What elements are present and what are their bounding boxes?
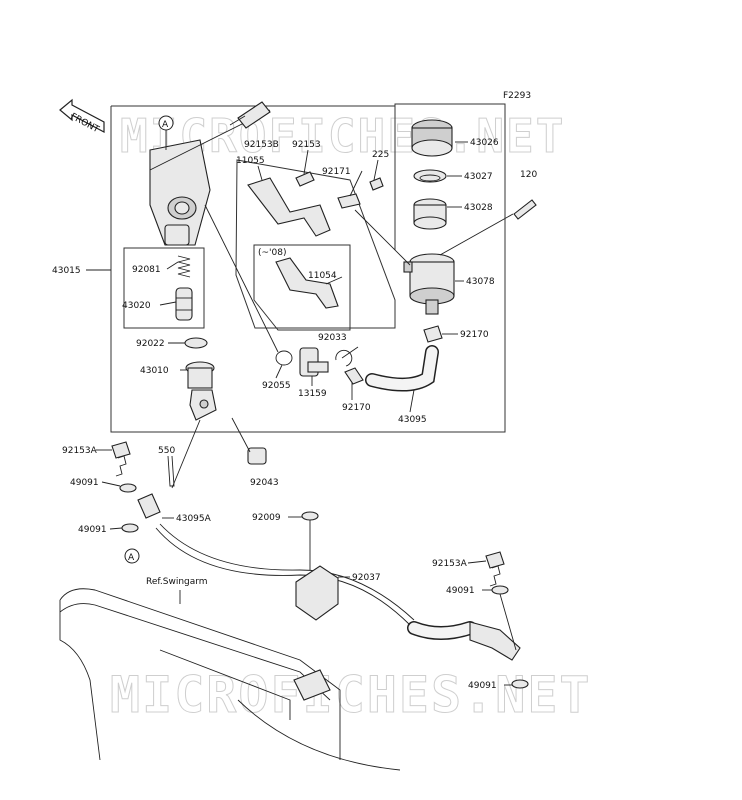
label-43095a: 43095A: [176, 514, 212, 524]
bolt-92009-icon: [301, 511, 319, 570]
label-92170-b: 92170: [460, 330, 489, 340]
label-13159: 13159: [298, 389, 327, 399]
bracket-11054-icon: [275, 257, 339, 309]
label-92081: 92081: [132, 265, 161, 275]
label-92055: 92055: [262, 381, 291, 391]
brake-hose-icon: [137, 493, 415, 626]
bolt-92153b-icon: [229, 101, 271, 129]
label-92171: 92171: [322, 167, 351, 177]
reservoir-icon: [403, 253, 455, 315]
ref-swingarm-label: Ref.Swingarm: [146, 577, 208, 587]
label-92153b: 92153B: [244, 140, 279, 150]
label-49091-b: 49091: [78, 525, 107, 535]
variant-label: (~'08): [258, 248, 287, 258]
hose-guide-icon: [295, 565, 339, 621]
label-43020: 43020: [122, 301, 151, 311]
svg-text:A: A: [162, 120, 169, 130]
label-92170-a: 92170: [342, 403, 371, 413]
svg-text:A: A: [128, 553, 135, 563]
label-92153: 92153: [292, 140, 321, 150]
label-92153a-right: 92153A: [432, 559, 468, 569]
bracket-11055-icon: [247, 177, 331, 237]
master-cylinder-icon: [149, 109, 271, 246]
banjo-fitting-icon: [469, 621, 521, 661]
label-43010: 43010: [140, 366, 169, 376]
circlip-icon: [335, 349, 353, 367]
nut-92171-icon: [337, 193, 361, 209]
washer-92022-icon: [184, 337, 208, 349]
clamp-reservoir-icon: [423, 325, 443, 343]
screw-225-icon: [369, 177, 384, 191]
swingarm-icon: [59, 588, 401, 771]
label-120: 120: [520, 170, 537, 180]
clamp-icon: [344, 367, 364, 385]
label-11054: 11054: [308, 271, 337, 281]
label-49091-a: 49091: [70, 478, 99, 488]
piston-kit-outline: [123, 247, 205, 329]
piston-icon: [175, 287, 193, 321]
label-225: 225: [372, 150, 389, 160]
label-49091-d: 49091: [468, 681, 497, 691]
callout-a-bottom: [124, 548, 140, 564]
label-92037: 92037: [352, 573, 381, 583]
diaphragm-icon: [413, 198, 447, 230]
label-43027: 43027: [464, 172, 493, 182]
fitting-icon: [299, 347, 329, 377]
spring-icon: [177, 255, 191, 278]
washer-49091d-icon: [511, 679, 529, 689]
label-92153a-left: 92153A: [62, 446, 98, 456]
screw-120-icon: [513, 199, 537, 220]
label-43026: 43026: [470, 138, 499, 148]
bolt-92153-icon: [295, 171, 315, 187]
label-43095: 43095: [398, 415, 427, 425]
front-arrow-icon: FRONT: [59, 98, 105, 135]
watermark-bottom: MICROFICHES.NET: [110, 666, 592, 724]
reservoir-cap-icon: [411, 119, 453, 157]
cotter-pin-icon: [167, 455, 175, 487]
label-43015: 43015: [52, 266, 81, 276]
plate-icon: [413, 169, 447, 183]
banjo-bolt-left-icon: [111, 441, 131, 477]
label-92043: 92043: [250, 478, 279, 488]
label-49091-c: 49091: [446, 586, 475, 596]
label-92033: 92033: [318, 333, 347, 343]
label-43078: 43078: [466, 277, 495, 287]
label-550: 550: [158, 446, 175, 456]
joint-92043-icon: [231, 417, 267, 465]
washer-49091c-icon: [491, 585, 509, 595]
oring-icon: [275, 350, 293, 366]
figure-code: F2293: [503, 91, 531, 101]
variant-outline: [253, 244, 351, 331]
washer-49091a-icon: [119, 483, 137, 493]
pushrod-icon: [185, 361, 217, 421]
label-43028: 43028: [464, 203, 493, 213]
label-11055: 11055: [236, 156, 265, 166]
bracket-outline: [235, 159, 396, 329]
banjo-bolt-right-icon: [485, 551, 505, 587]
washer-49091b-icon: [121, 523, 139, 533]
label-92009: 92009: [252, 513, 281, 523]
label-92022: 92022: [136, 339, 165, 349]
